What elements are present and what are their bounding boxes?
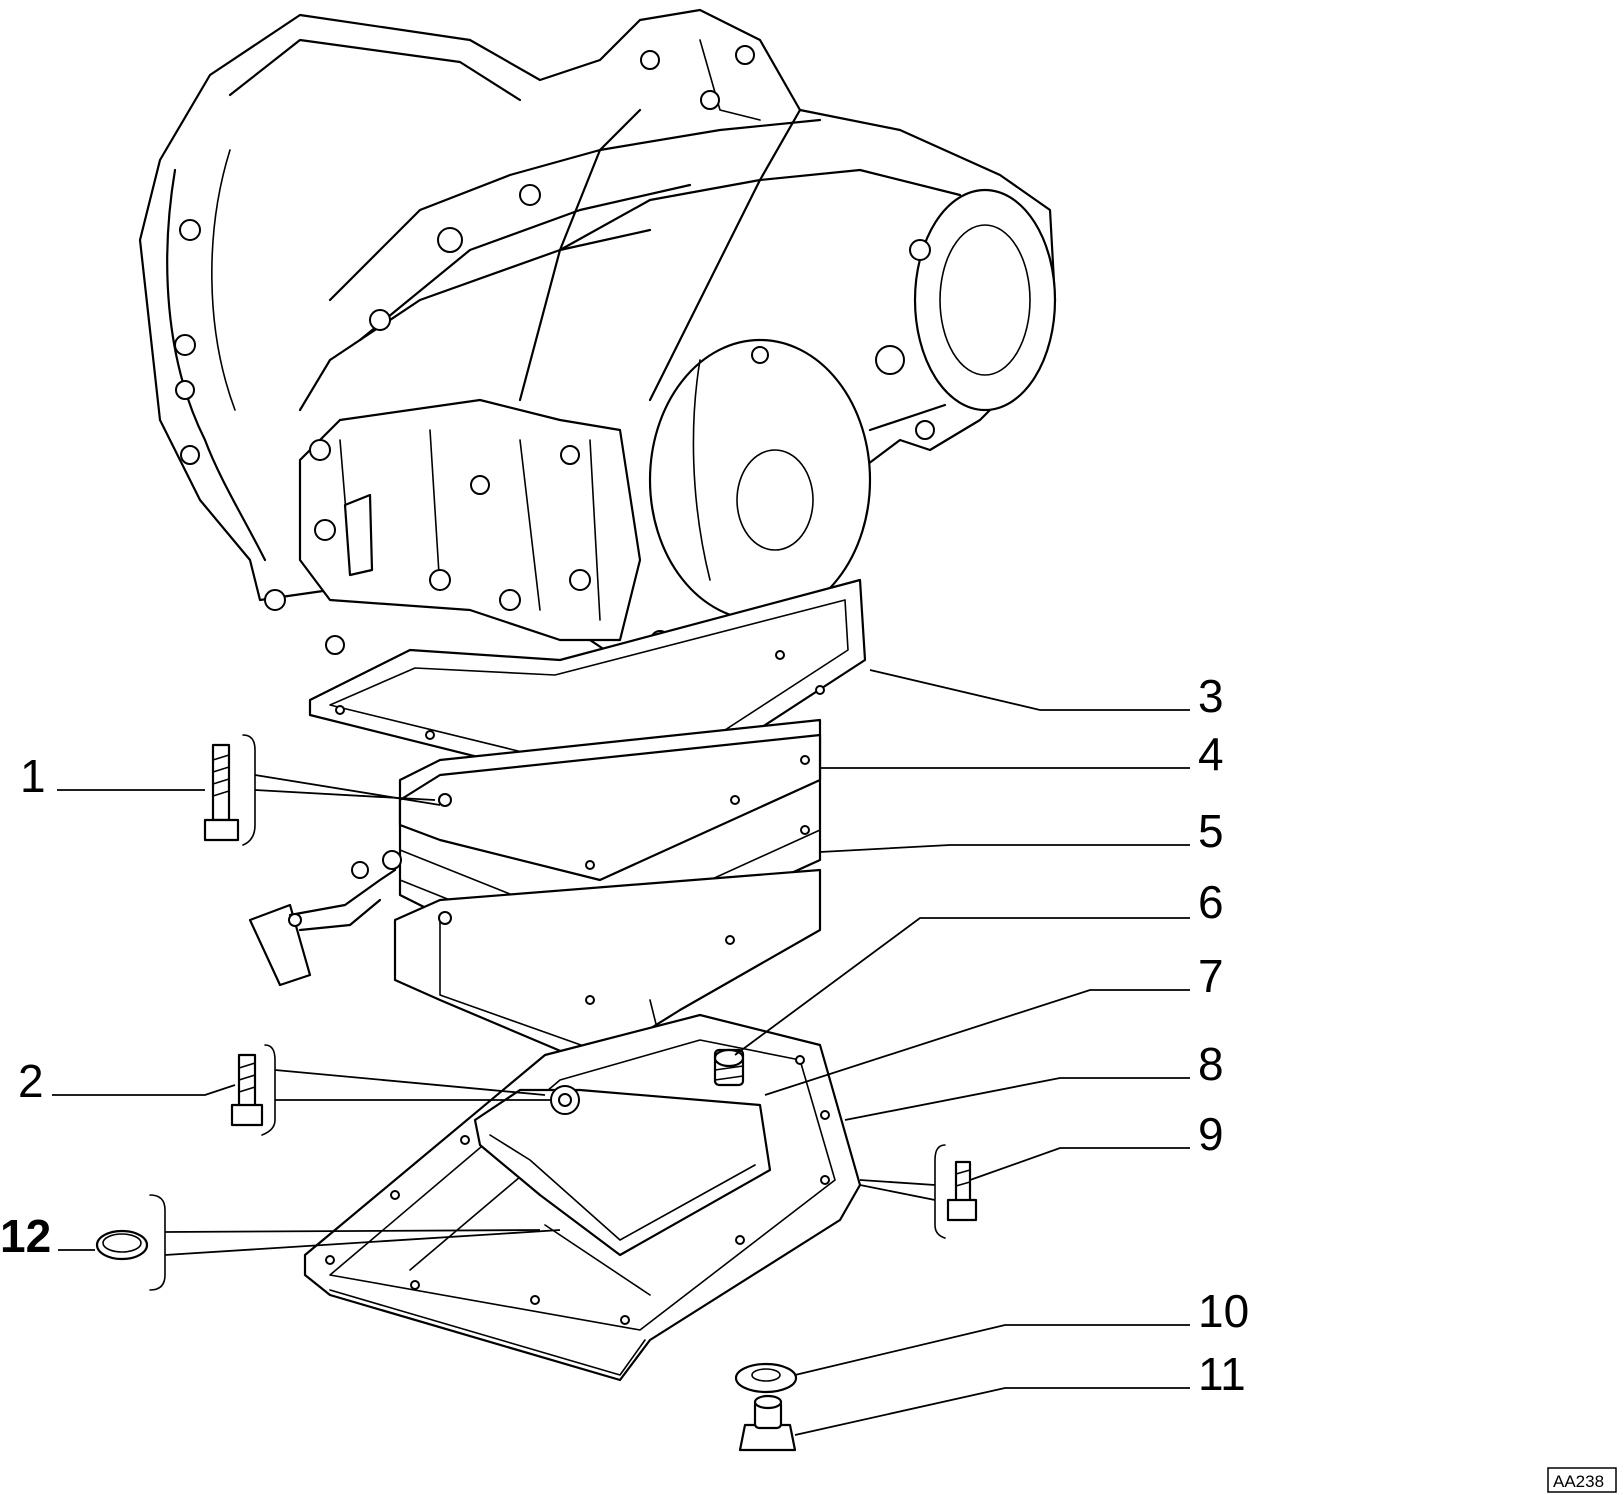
transmission-housing bbox=[138, 8, 1057, 662]
callout-8: 8 bbox=[1198, 1038, 1224, 1090]
callout-11: 11 bbox=[1198, 1348, 1246, 1400]
callout-labels: 1 2 3 4 5 6 7 8 9 10 11 12 bbox=[0, 670, 1249, 1400]
drawing-code: AA238 bbox=[1547, 1467, 1617, 1493]
leader-lines bbox=[52, 669, 1190, 1436]
callout-10: 10 bbox=[1198, 1285, 1249, 1337]
brackets bbox=[149, 734, 946, 1291]
callout-4: 4 bbox=[1198, 728, 1224, 780]
oil-pan bbox=[303, 1013, 862, 1382]
washer-10-icon bbox=[734, 1362, 798, 1394]
callout-9: 9 bbox=[1198, 1108, 1224, 1160]
bolt-9-icon bbox=[946, 1160, 978, 1222]
callout-12: 12 bbox=[0, 1210, 51, 1262]
drain-plug-11-icon bbox=[738, 1394, 797, 1452]
manual-valve-linkage bbox=[248, 850, 402, 987]
callout-1: 1 bbox=[20, 750, 46, 802]
bolt-1-icon bbox=[203, 743, 240, 842]
bolt-2-icon bbox=[230, 1053, 264, 1127]
o-ring-12-icon bbox=[95, 1229, 149, 1261]
callout-6: 6 bbox=[1198, 876, 1224, 928]
drawing-code-label: AA238 bbox=[1553, 1472, 1604, 1491]
callout-3: 3 bbox=[1198, 670, 1224, 722]
callout-7: 7 bbox=[1198, 950, 1224, 1002]
callout-5: 5 bbox=[1198, 805, 1224, 857]
fitting-7-icon bbox=[713, 1048, 745, 1087]
callout-2: 2 bbox=[18, 1055, 44, 1107]
